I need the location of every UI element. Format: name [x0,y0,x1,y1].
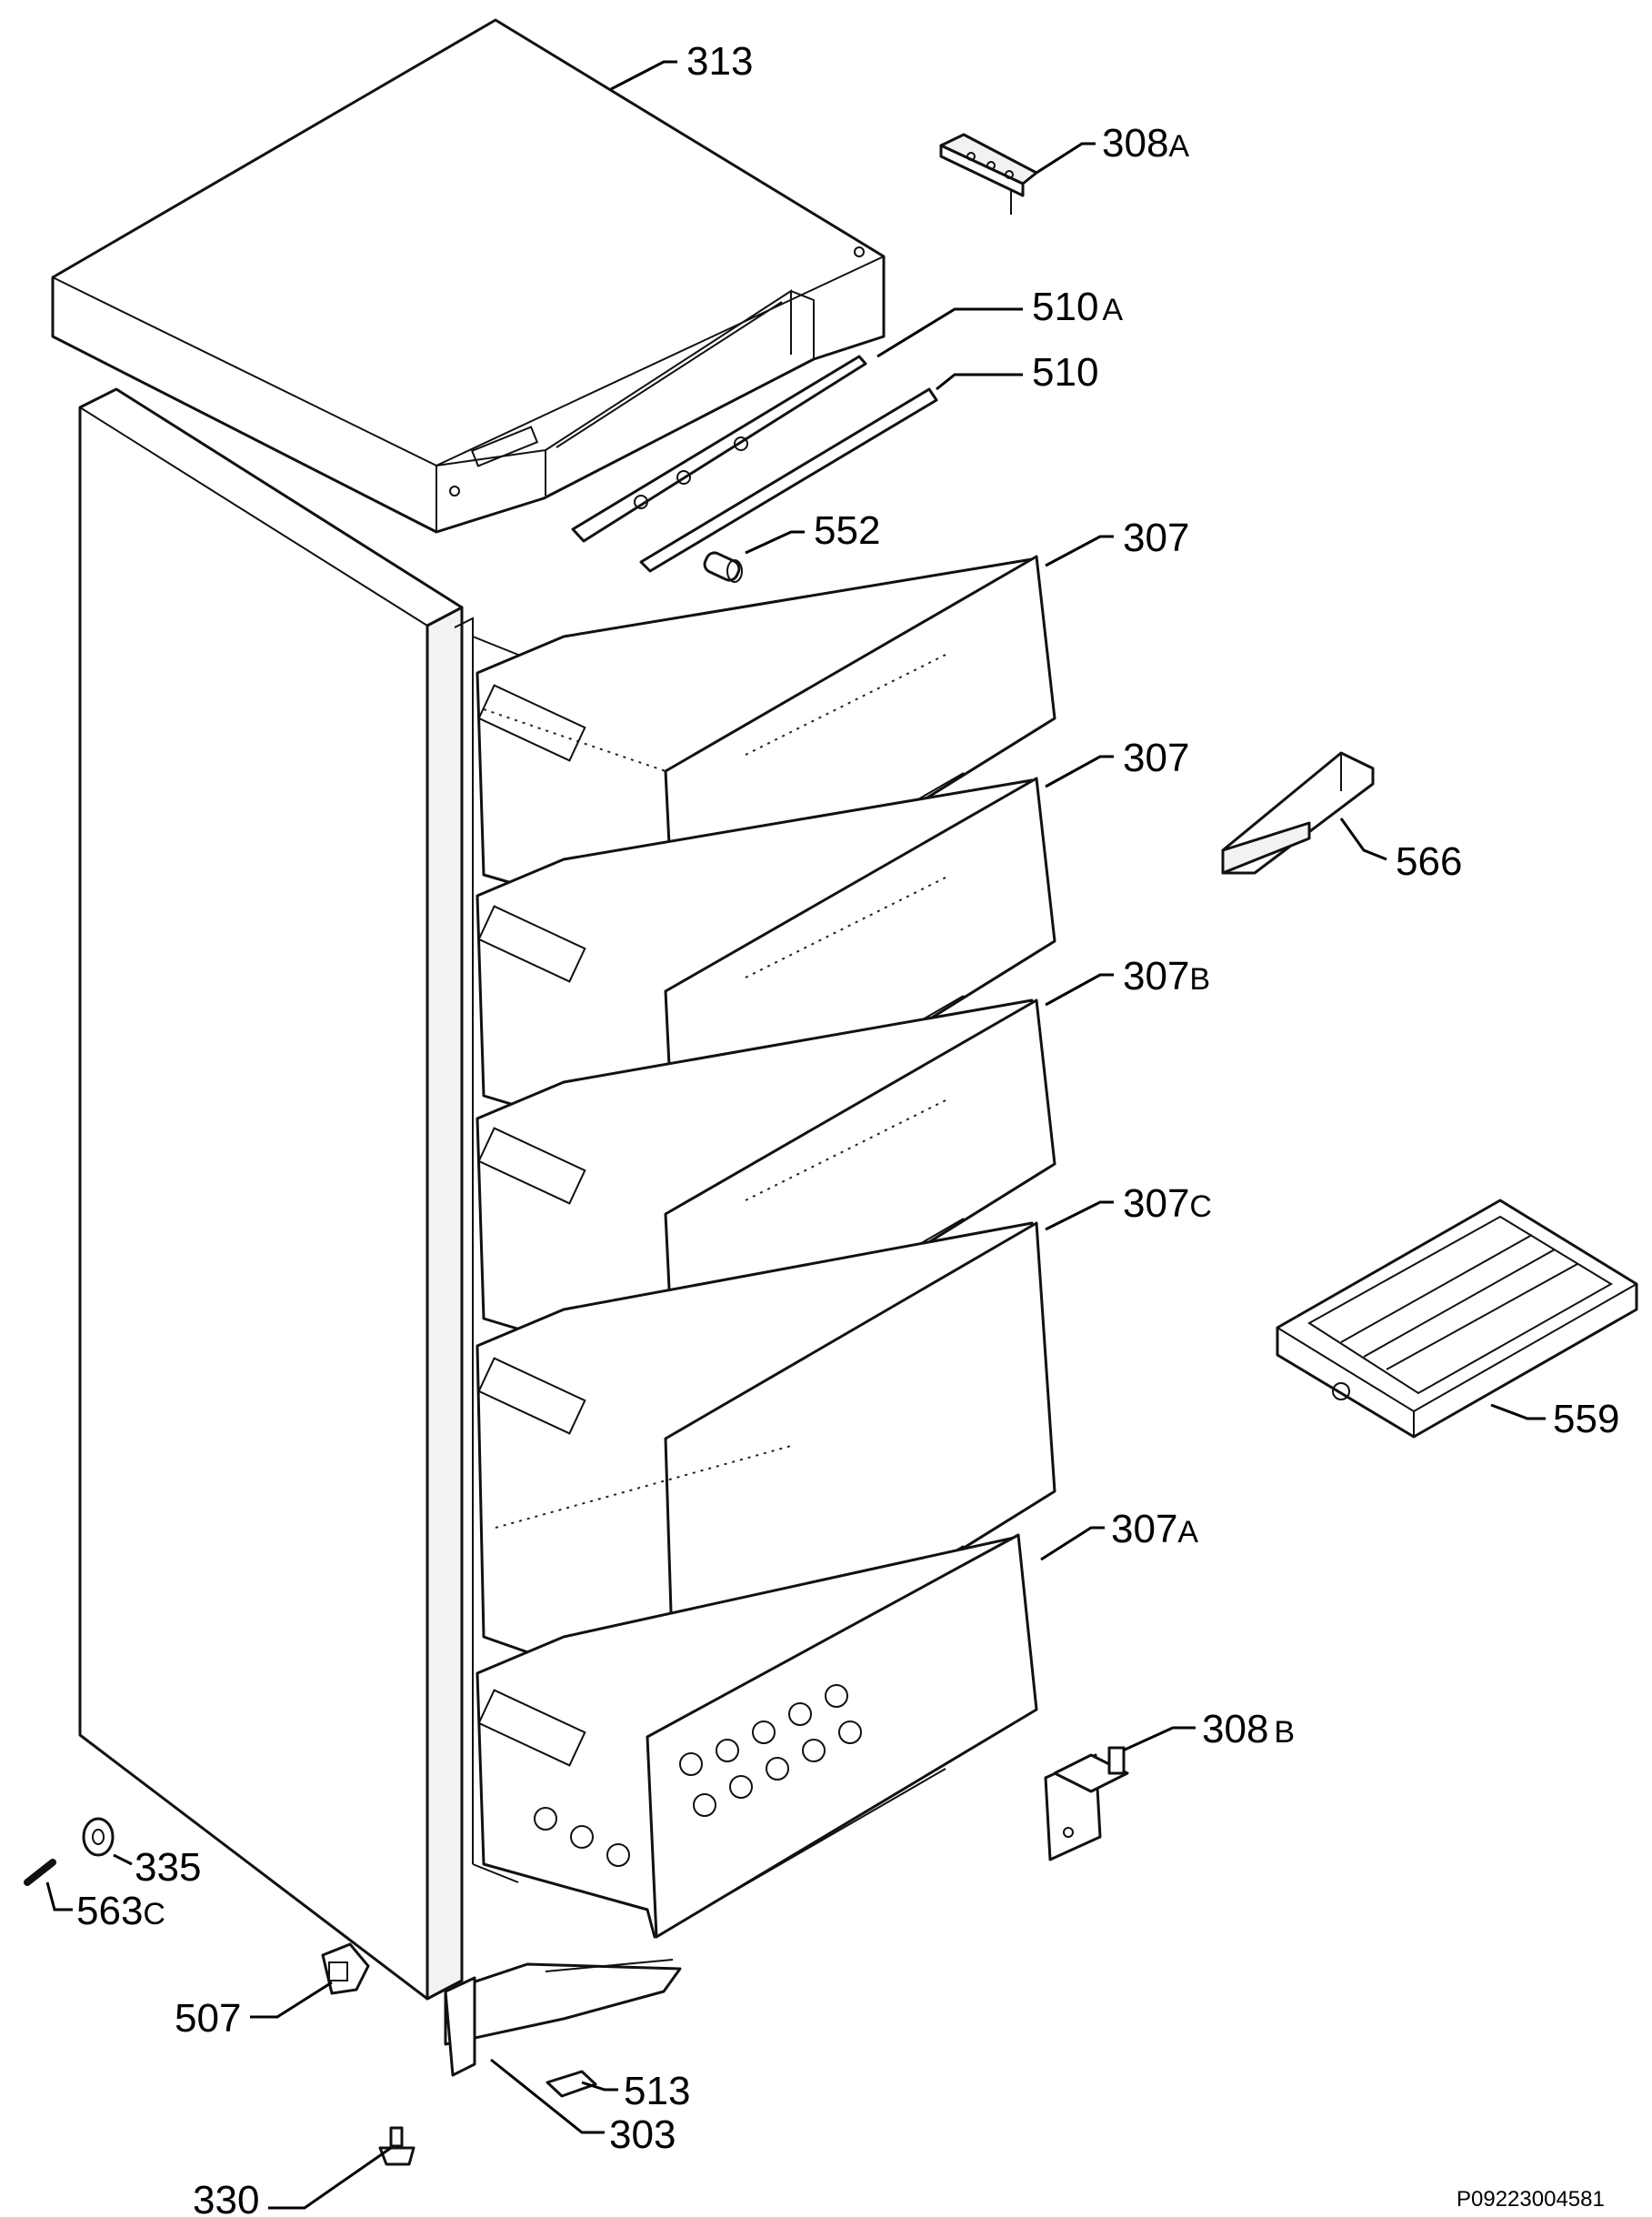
ice-tray-559 [1276,1199,1638,1439]
label-552: 552 [814,508,880,553]
label-307b: 307B [1123,954,1210,998]
label-307-top: 307 [1123,516,1189,560]
label-559: 559 [1553,1397,1619,1441]
leader-lines [45,60,1546,2210]
adjustable-foot-330 [378,2126,416,2166]
cabinet-body [78,387,519,2001]
trim-strip-510 [639,387,938,573]
clip-507 [321,1942,370,1995]
bottom-hinge-308b [1044,1746,1129,1861]
ice-cube-pattern [534,1684,862,1867]
label-308a: 308A [1102,121,1189,166]
label-566: 566 [1396,839,1462,884]
switch-knob-552 [703,551,743,583]
label-507: 507 [175,1996,241,2041]
label-307a: 307A [1111,1507,1198,1551]
label-303: 303 [609,2112,676,2157]
handle-566 [1221,751,1375,875]
label-330: 330 [193,2178,259,2217]
pin-563c [24,1859,56,1886]
trim-strip-510a [571,355,867,543]
label-563c: 563C [76,1889,165,1933]
label-307-second: 307 [1123,736,1189,780]
label-313: 313 [686,39,753,84]
label-510: 510 [1032,350,1098,395]
label-513: 513 [624,2069,690,2113]
label-335: 335 [135,1845,201,1890]
top-hinge-308a [939,133,1038,215]
top-cover [51,18,886,534]
drawer-307a [476,1533,1038,1939]
kickplate-303 [444,1959,682,2077]
document-code: P09223004581 [1457,2187,1605,2212]
bushing-335 [82,1817,115,1857]
label-307c: 307C [1123,1181,1212,1226]
foot-513 [546,2070,597,2098]
